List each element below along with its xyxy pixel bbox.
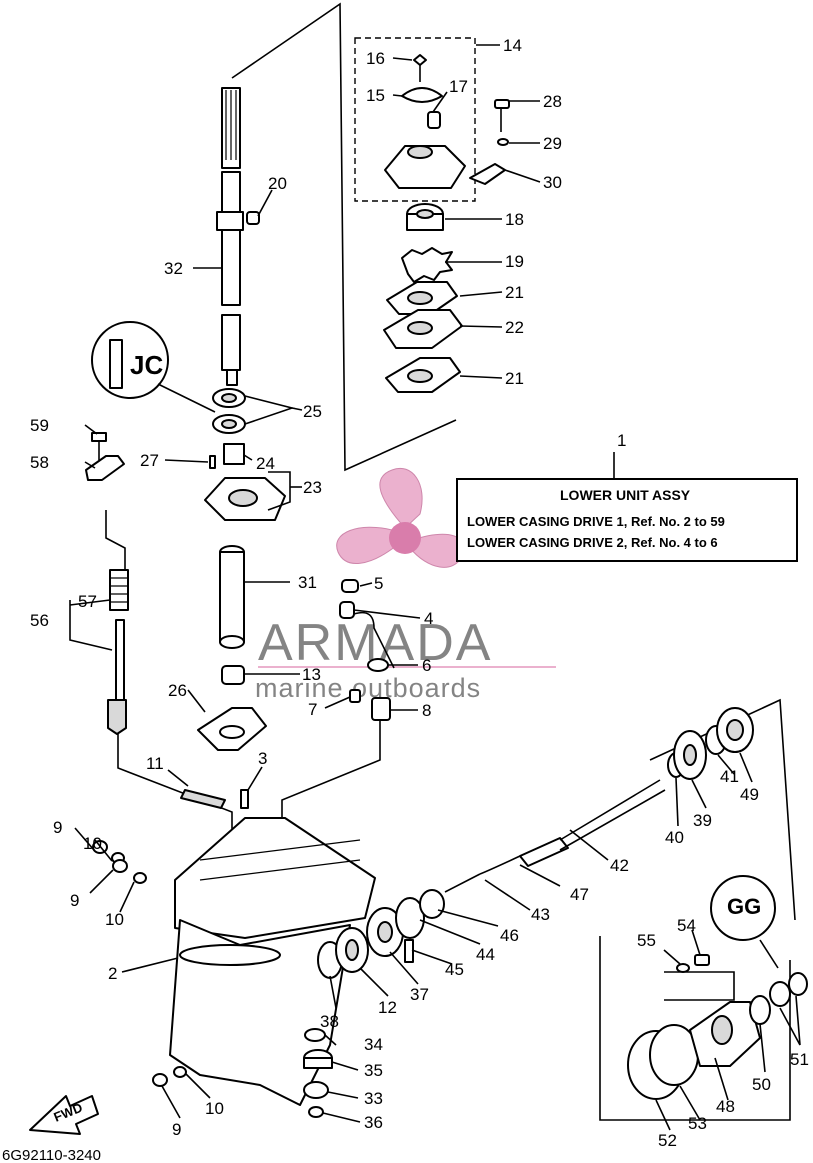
callout-26: 26 (168, 681, 187, 700)
callout-6: 6 (422, 656, 431, 675)
callout-16: 16 (366, 49, 385, 68)
callout-13: 13 (302, 665, 321, 684)
bearing-13 (221, 665, 245, 685)
callout-41: 41 (720, 767, 739, 786)
callout-49: 49 (740, 785, 759, 804)
callout-14: 14 (503, 36, 522, 55)
callout-10a: 10 (83, 834, 102, 853)
callout-56: 56 (30, 611, 49, 630)
callout-40: 40 (665, 828, 684, 847)
callout-23: 23 (303, 478, 322, 497)
callout-30: 30 (543, 173, 562, 192)
callout-54: 54 (677, 916, 696, 935)
callout-28: 28 (543, 92, 562, 111)
callout-9c: 9 (172, 1120, 181, 1139)
callout-45: 45 (445, 960, 464, 979)
water-pump-kit-outline (354, 37, 476, 202)
callout-10b: 10 (105, 910, 124, 929)
info-box-line2: LOWER CASING DRIVE 2, Ref. No. 4 to 6 (467, 535, 718, 550)
callout-3: 3 (258, 749, 267, 768)
callout-59: 59 (30, 416, 49, 435)
watermark-tagline: marine outboards (255, 673, 481, 703)
bearings-25 (212, 388, 246, 434)
callout-37: 37 (410, 985, 429, 1004)
inset-jc-label: JC (130, 350, 163, 380)
info-box-title: LOWER UNIT ASSY (560, 487, 691, 503)
info-box-ref: 1 (617, 431, 626, 450)
callout-48: 48 (716, 1097, 735, 1116)
callout-7: 7 (308, 700, 317, 719)
pin-27 (209, 455, 216, 469)
callout-29: 29 (543, 134, 562, 153)
callout-55: 55 (637, 931, 656, 950)
callout-21a: 21 (505, 283, 524, 302)
callout-25: 25 (303, 402, 322, 421)
callout-42: 42 (610, 856, 629, 875)
callout-43: 43 (531, 905, 550, 924)
callout-32: 32 (164, 259, 183, 278)
leader-lines (69, 44, 801, 1131)
callout-5: 5 (374, 574, 383, 593)
callout-27: 27 (140, 451, 159, 470)
bushing-24 (223, 443, 245, 465)
water-pump-parts (383, 54, 510, 393)
callout-34: 34 (364, 1035, 383, 1054)
gear-parts (303, 707, 754, 1118)
shift-rod-parts (85, 432, 129, 735)
plate-11 (180, 789, 226, 809)
callout-8: 8 (422, 701, 431, 720)
drawing-code: 6G92110-3240 (2, 1147, 101, 1163)
callout-33: 33 (364, 1089, 383, 1108)
callout-31: 31 (298, 573, 317, 592)
callout-19: 19 (505, 252, 524, 271)
callout-9a: 9 (53, 818, 62, 837)
inset-jc: JC (91, 321, 216, 413)
callout-10c: 10 (205, 1099, 224, 1118)
info-box-line1: LOWER CASING DRIVE 1, Ref. No. 2 to 59 (467, 514, 725, 529)
fwd-arrow: FWD (29, 1095, 99, 1135)
callouts: 14 16 17 15 28 29 30 20 18 19 32 21 22 2… (30, 36, 809, 1150)
drive-shaft (216, 87, 244, 386)
callout-11: 11 (146, 754, 164, 773)
center-small-parts (339, 579, 395, 721)
callout-18: 18 (505, 210, 524, 229)
inset-gg-label: GG (727, 894, 761, 919)
bolts-washers (92, 840, 187, 1087)
callout-4: 4 (424, 609, 433, 628)
callout-46: 46 (500, 926, 519, 945)
callout-17: 17 (449, 77, 468, 96)
info-box: 1 LOWER UNIT ASSY LOWER CASING DRIVE 1, … (456, 431, 798, 562)
callout-38: 38 (320, 1012, 339, 1031)
callout-22: 22 (505, 318, 524, 337)
tube-31 (219, 545, 245, 649)
callout-24: 24 (256, 454, 275, 473)
callout-35: 35 (364, 1061, 383, 1080)
callout-57: 57 (78, 592, 97, 611)
callout-9b: 9 (70, 891, 79, 910)
callout-53: 53 (688, 1114, 707, 1133)
callout-21b: 21 (505, 369, 524, 388)
callout-20: 20 (268, 174, 287, 193)
pin-3 (240, 789, 249, 809)
pin-20 (246, 211, 260, 225)
callout-12: 12 (378, 998, 397, 1017)
callout-44: 44 (476, 945, 495, 964)
callout-51: 51 (790, 1050, 809, 1069)
callout-52: 52 (658, 1131, 677, 1150)
callout-2: 2 (108, 964, 117, 983)
rear-group: GG (627, 875, 808, 1100)
callout-58: 58 (30, 453, 49, 472)
callout-36: 36 (364, 1113, 383, 1132)
callout-50: 50 (752, 1075, 771, 1094)
callout-39: 39 (693, 811, 712, 830)
callout-47: 47 (570, 885, 589, 904)
callout-15: 15 (366, 86, 385, 105)
